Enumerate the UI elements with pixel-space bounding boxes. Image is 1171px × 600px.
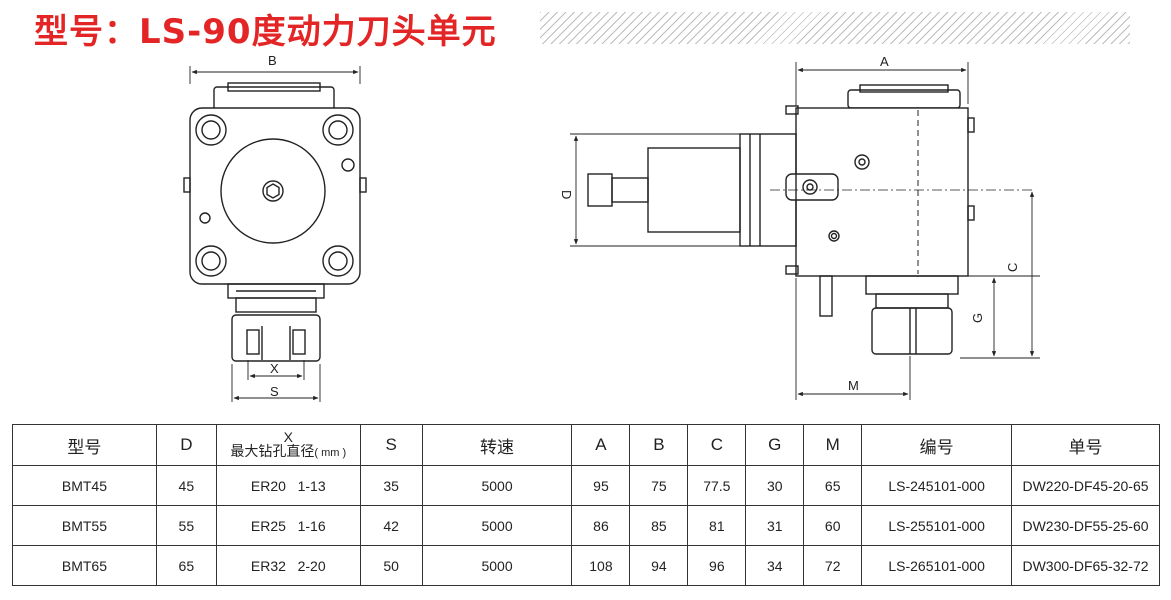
- header-speed: 转速: [421, 424, 573, 466]
- title-hatch-band: [540, 12, 1130, 44]
- side-dimensions: [570, 62, 1040, 400]
- cell-A: 86: [571, 505, 631, 546]
- spec-table: 型号 D X 最大钻孔直径( mm ) S 转速 A B C G M 编号 单号…: [12, 424, 1160, 586]
- header-D: D: [155, 424, 217, 466]
- cell-D: 45: [155, 465, 217, 506]
- header-G: G: [745, 424, 805, 466]
- dim-label-D: D: [559, 190, 574, 199]
- table-row: BMT65 65 ER32 2-20 50 5000 108 94 96 34 …: [12, 545, 1160, 586]
- front-dimensions: [189, 66, 361, 402]
- cell-X: ER32 2-20: [215, 545, 361, 586]
- cell-code: LS-245101-000: [861, 465, 1013, 506]
- side-view: [587, 84, 975, 355]
- dim-label-M: M: [848, 378, 859, 393]
- header-X: X 最大钻孔直径( mm ): [215, 424, 361, 466]
- table-row: BMT45 45 ER20 1-13 35 5000 95 75 77.5 30…: [12, 465, 1160, 506]
- cell-model: BMT45: [12, 465, 157, 506]
- cell-model: BMT65: [12, 545, 157, 586]
- cell-S: 35: [359, 465, 423, 506]
- cell-order: DW220-DF45-20-65: [1011, 465, 1160, 506]
- cell-A: 95: [571, 465, 631, 506]
- cell-M: 72: [803, 545, 863, 586]
- cell-B: 75: [629, 465, 689, 506]
- cell-M: 60: [803, 505, 863, 546]
- cell-M: 65: [803, 465, 863, 506]
- cell-speed: 5000: [421, 465, 573, 506]
- cell-C: 77.5: [687, 465, 747, 506]
- header-M: M: [803, 424, 863, 466]
- header-order: 单号: [1011, 424, 1160, 466]
- cell-speed: 5000: [421, 505, 573, 546]
- cell-B: 85: [629, 505, 689, 546]
- table-header-row: 型号 D X 最大钻孔直径( mm ) S 转速 A B C G M 编号 单号: [12, 424, 1160, 466]
- header-S: S: [359, 424, 423, 466]
- dim-label-A: A: [880, 54, 889, 69]
- page-title: 型号：LS-90度动力刀头单元: [34, 12, 497, 52]
- dim-label-S: S: [270, 384, 279, 399]
- cell-S: 50: [359, 545, 423, 586]
- dim-label-C: C: [1005, 263, 1020, 272]
- header-code: 编号: [861, 424, 1013, 466]
- cell-C: 81: [687, 505, 747, 546]
- cell-C: 96: [687, 545, 747, 586]
- header-C: C: [687, 424, 747, 466]
- header-B: B: [629, 424, 689, 466]
- cell-order: DW300-DF65-32-72: [1011, 545, 1160, 586]
- cell-G: 30: [745, 465, 805, 506]
- cell-speed: 5000: [421, 545, 573, 586]
- cell-B: 94: [629, 545, 689, 586]
- cell-order: DW230-DF55-25-60: [1011, 505, 1160, 546]
- front-view: [183, 82, 367, 362]
- cell-D: 65: [155, 545, 217, 586]
- header-X-symbol: X: [283, 429, 293, 445]
- header-model: 型号: [12, 424, 157, 466]
- cell-A: 108: [571, 545, 631, 586]
- cell-code: LS-265101-000: [861, 545, 1013, 586]
- cell-code: LS-255101-000: [861, 505, 1013, 546]
- cell-D: 55: [155, 505, 217, 546]
- dim-label-G: G: [970, 313, 985, 323]
- cell-X: ER20 1-13: [215, 465, 361, 506]
- dim-label-B: B: [268, 53, 277, 68]
- cell-G: 31: [745, 505, 805, 546]
- header-X-desc: 最大钻孔直径: [230, 443, 315, 459]
- header-A: A: [571, 424, 631, 466]
- technical-drawing: B X S: [183, 53, 1040, 402]
- cell-X: ER25 1-16: [215, 505, 361, 546]
- cell-model: BMT55: [12, 505, 157, 546]
- cell-G: 34: [745, 545, 805, 586]
- table-row: BMT55 55 ER25 1-16 42 5000 86 85 81 31 6…: [12, 505, 1160, 546]
- cell-S: 42: [359, 505, 423, 546]
- dim-label-X: X: [270, 361, 279, 376]
- header-X-unit: ( mm ): [314, 447, 347, 459]
